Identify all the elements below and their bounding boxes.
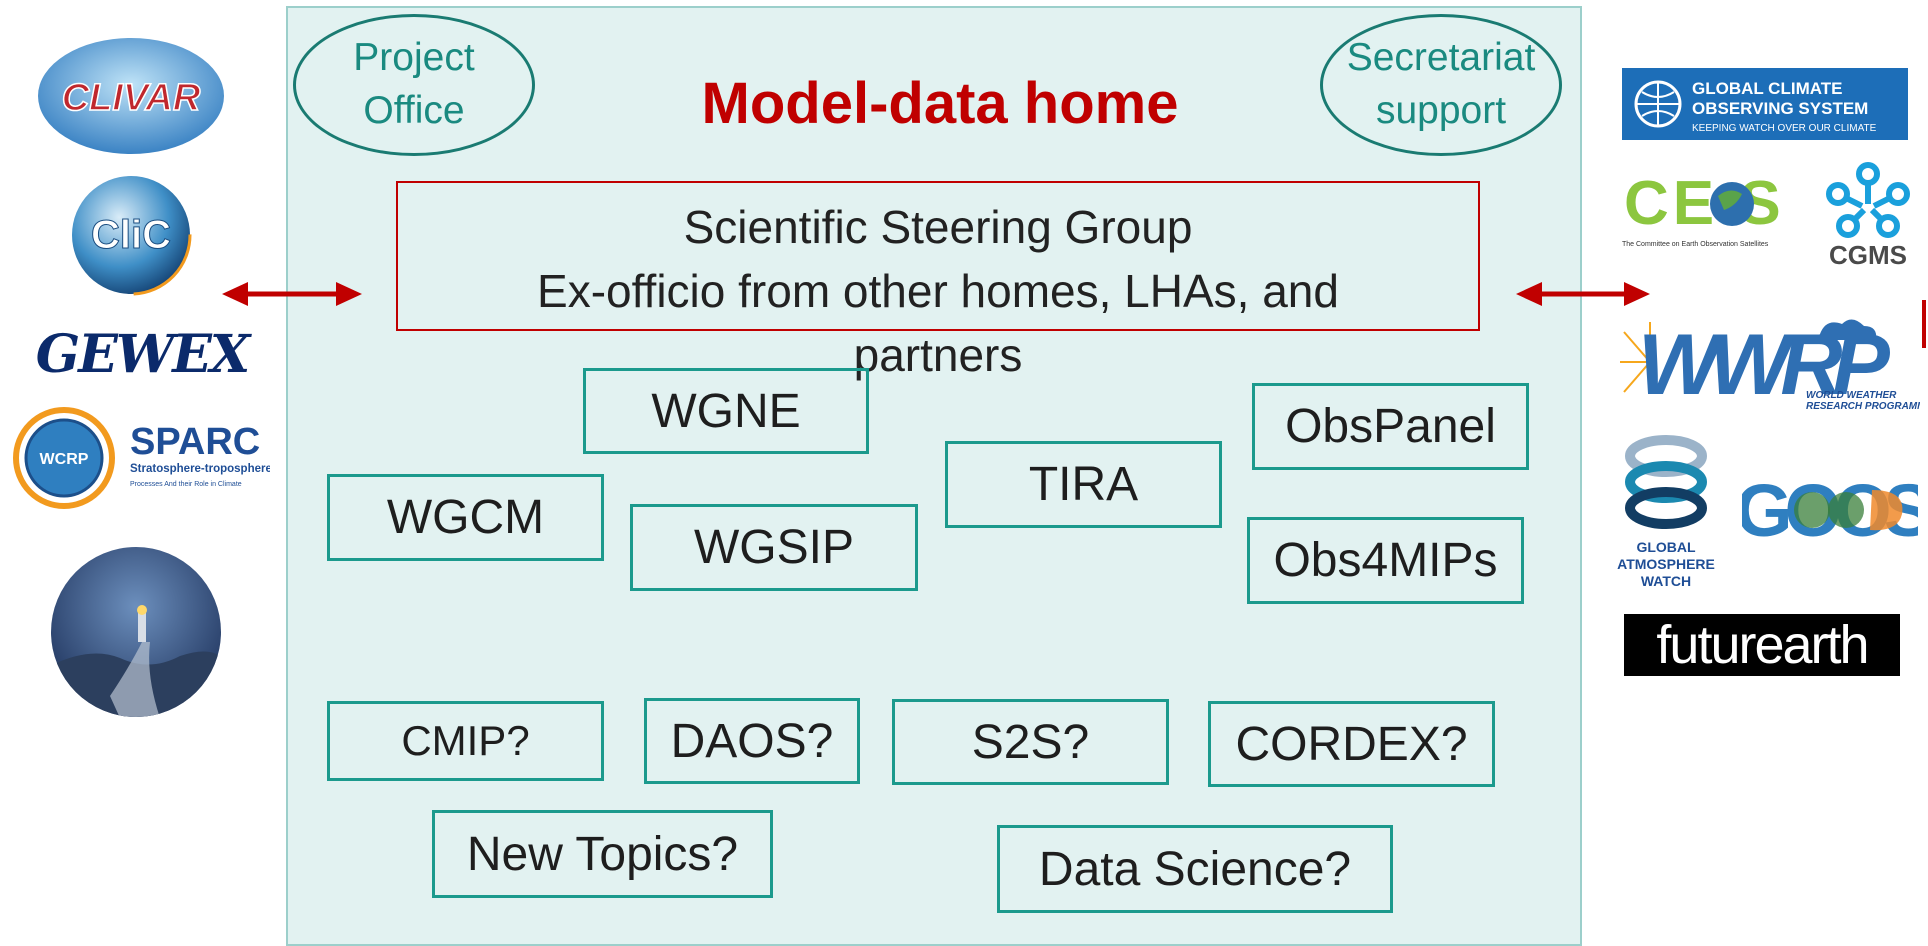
sparc-logo: WCRP SPARC Stratosphere-troposphere Proc…: [13, 407, 270, 509]
left-double-arrow: [222, 282, 362, 306]
futurearth-logo-text: futurearth: [1656, 615, 1869, 675]
gewex-logo: GEWEX: [36, 324, 255, 385]
sparc-subtitle-2: Processes And their Role in Climate: [130, 481, 242, 488]
red-edge-mark: [1922, 300, 1926, 348]
scientific-steering-group-text: Scientific Steering Group Ex-officio fro…: [396, 195, 1480, 387]
wwrp-subtitle-2: RESEARCH PROGRAMME: [1806, 401, 1920, 412]
page-title: Model-data home: [701, 71, 1179, 136]
wwrp-logo: WWRP WORLD WEATHER RESEARCH PROGRAMME: [1620, 317, 1920, 412]
goos-logo: GOOS: [1742, 470, 1918, 550]
obs4mips-box: Obs4MIPs: [1247, 517, 1524, 604]
project-office-ellipse: Project Office: [293, 14, 535, 156]
sparc-badge-text: WCRP: [40, 451, 89, 468]
clivar-logo: CLIVAR: [38, 38, 224, 154]
lighthouse-image: [51, 547, 221, 717]
gaw-logo: GLOBAL ATMOSPHERE WATCH: [1617, 435, 1715, 589]
gcos-logo: GLOBAL CLIMATE OBSERVING SYSTEM KEEPING …: [1622, 68, 1908, 140]
ssg-line-3: partners: [853, 329, 1023, 381]
right-double-arrow: [1516, 282, 1650, 306]
cgms-logo-text: CGMS: [1829, 240, 1907, 270]
obspanel-box: ObsPanel: [1252, 383, 1529, 470]
new-topics-box: New Topics?: [432, 810, 773, 898]
cgms-logo: CGMS: [1826, 162, 1910, 270]
gcos-line-1: GLOBAL CLIMATE: [1692, 79, 1842, 98]
clivar-logo-text: CLIVAR: [62, 77, 201, 119]
ssg-line-2: Ex-officio from other homes, LHAs, and: [537, 265, 1339, 317]
cordex-box: CORDEX?: [1208, 701, 1495, 787]
wgcm-box: WGCM: [327, 474, 604, 561]
s2s-box: S2S?: [892, 699, 1169, 785]
ceos-subtitle: The Committee on Earth Observation Satel…: [1622, 241, 1769, 248]
ceos-logo-text: CE S: [1624, 169, 1785, 238]
ssg-line-1: Scientific Steering Group: [683, 201, 1193, 253]
gcos-line-3: KEEPING WATCH OVER OUR CLIMATE: [1692, 123, 1877, 134]
wwrp-subtitle-1: WORLD WEATHER: [1806, 390, 1897, 401]
wgsip-box: WGSIP: [630, 504, 918, 591]
gaw-line-1: GLOBAL: [1636, 539, 1696, 555]
tira-box: TIRA: [945, 441, 1222, 528]
gewex-logo-text: GEWEX: [36, 324, 253, 385]
data-science-box: Data Science?: [997, 825, 1393, 913]
ceos-logo: CE S The Committee on Earth Observation …: [1622, 169, 1785, 248]
clic-logo: CliC: [70, 174, 192, 296]
cmip-box: CMIP?: [327, 701, 604, 781]
sparc-logo-text: SPARC: [130, 421, 260, 463]
gaw-line-2: ATMOSPHERE: [1617, 556, 1715, 572]
wgne-box: WGNE: [583, 368, 869, 454]
scientific-steering-group-box: [396, 181, 1480, 331]
secretariat-support-ellipse: Secretariat support: [1320, 14, 1562, 156]
daos-box: DAOS?: [644, 698, 860, 784]
clic-logo-text: CliC: [91, 213, 171, 257]
sparc-subtitle-1: Stratosphere-troposphere: [130, 463, 270, 475]
gaw-line-3: WATCH: [1641, 573, 1691, 589]
futurearth-logo: futurearth: [1624, 614, 1900, 676]
gcos-line-2: OBSERVING SYSTEM: [1692, 99, 1868, 118]
